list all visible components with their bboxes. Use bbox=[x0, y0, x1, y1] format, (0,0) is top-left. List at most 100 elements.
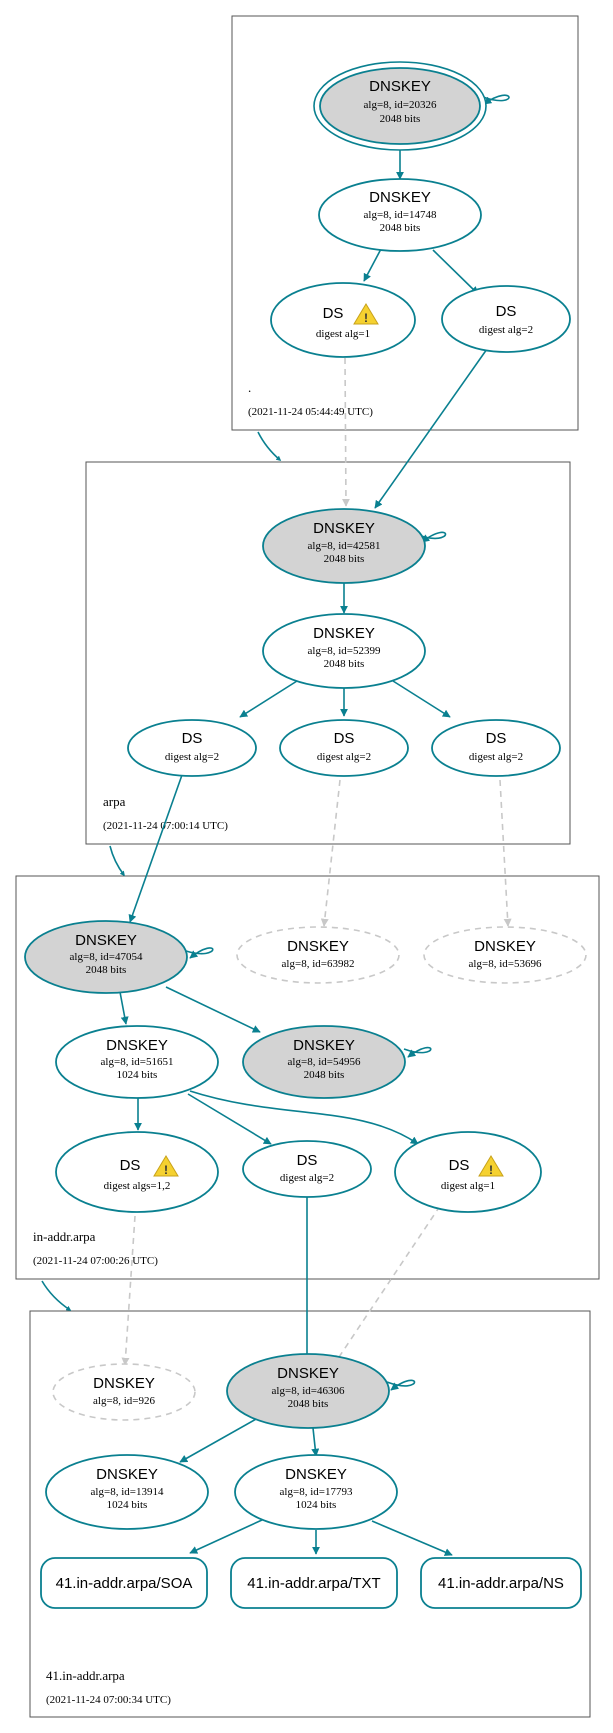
zone-name: . bbox=[248, 380, 251, 395]
svg-text:2048 bits: 2048 bits bbox=[304, 1069, 345, 1081]
svg-text:41.in-addr.arpa/NS: 41.in-addr.arpa/NS bbox=[438, 1575, 564, 1592]
svg-text:alg=8, id=47054: alg=8, id=47054 bbox=[70, 951, 143, 963]
svg-text:digest alg=1: digest alg=1 bbox=[316, 328, 370, 340]
svg-text:41.in-addr.arpa/SOA: 41.in-addr.arpa/SOA bbox=[56, 1575, 193, 1592]
ds-node-in-addr-alg2[interactable]: DS digest alg=2 bbox=[242, 1140, 372, 1198]
delegation-arrow bbox=[257, 431, 282, 461]
signs-edge bbox=[392, 680, 451, 718]
zone-timestamp: (2021-11-24 05:44:49 UTC) bbox=[248, 406, 373, 418]
svg-text:DS: DS bbox=[297, 1152, 318, 1169]
ds-node-arpa-2[interactable]: DS digest alg=2 bbox=[279, 719, 409, 777]
zone-in-addr-arpa: in-addr.arpa (2021-11-24 07:00:26 UTC) bbox=[15, 875, 600, 1280]
svg-text:digest alg=2: digest alg=2 bbox=[280, 1172, 334, 1184]
zone-timestamp: (2021-11-24 07:00:26 UTC) bbox=[33, 1255, 158, 1267]
dnskey-node-17793[interactable]: DNSKEY alg=8, id=17793 1024 bits bbox=[234, 1454, 398, 1530]
missing-link-edge bbox=[341, 357, 350, 507]
zone-timestamp: (2021-11-24 07:00:14 UTC) bbox=[103, 820, 228, 832]
zone-root: . (2021-11-24 05:44:49 UTC) bbox=[231, 15, 579, 431]
ds-node-arpa-3[interactable]: DS digest alg=2 bbox=[431, 719, 561, 777]
svg-text:alg=8, id=46306: alg=8, id=46306 bbox=[272, 1385, 345, 1397]
self-sign-edge bbox=[386, 1379, 416, 1391]
svg-text:DS: DS bbox=[323, 305, 344, 322]
rrset-node-txt[interactable]: 41.in-addr.arpa/TXT bbox=[230, 1557, 398, 1609]
signs-edge bbox=[189, 1519, 263, 1554]
signs-edge bbox=[189, 1090, 419, 1145]
svg-text:alg=8, id=14748: alg=8, id=14748 bbox=[364, 209, 437, 221]
dnskey-node-54956[interactable]: DNSKEY alg=8, id=54956 2048 bits bbox=[242, 1025, 406, 1099]
svg-text:DNSKEY: DNSKEY bbox=[313, 625, 375, 642]
svg-text:alg=8, id=54956: alg=8, id=54956 bbox=[288, 1056, 361, 1068]
svg-text:alg=8, id=51651: alg=8, id=51651 bbox=[101, 1056, 174, 1068]
svg-text:digest alg=2: digest alg=2 bbox=[469, 751, 523, 763]
svg-text:digest alg=2: digest alg=2 bbox=[317, 751, 371, 763]
dnskey-node-42581[interactable]: DNSKEY alg=8, id=42581 2048 bits bbox=[262, 508, 426, 584]
signs-edge bbox=[165, 986, 261, 1033]
svg-text:alg=8, id=53696: alg=8, id=53696 bbox=[469, 958, 542, 970]
svg-text:DNSKEY: DNSKEY bbox=[369, 78, 431, 95]
svg-text:alg=8, id=13914: alg=8, id=13914 bbox=[91, 1486, 164, 1498]
dnskey-node-46306[interactable]: DNSKEY alg=8, id=46306 2048 bits bbox=[226, 1353, 390, 1429]
svg-text:alg=8, id=52399: alg=8, id=52399 bbox=[308, 645, 381, 657]
signs-edge bbox=[187, 1093, 272, 1145]
svg-text:1024 bits: 1024 bits bbox=[296, 1499, 337, 1511]
dnskey-node-51651[interactable]: DNSKEY alg=8, id=51651 1024 bits bbox=[55, 1025, 219, 1099]
svg-text:2048 bits: 2048 bits bbox=[380, 113, 421, 125]
zone-timestamp: (2021-11-24 07:00:34 UTC) bbox=[46, 1694, 171, 1706]
self-sign-edge bbox=[185, 947, 214, 959]
self-sign-edge bbox=[417, 531, 447, 543]
svg-text:!: ! bbox=[364, 311, 368, 325]
dnskey-node-926-missing[interactable]: DNSKEY alg=8, id=926 bbox=[52, 1363, 196, 1421]
warning-triangle-icon: ! bbox=[353, 303, 379, 325]
rrset-node-soa[interactable]: 41.in-addr.arpa/SOA bbox=[40, 1557, 208, 1609]
delegation-arrow bbox=[41, 1280, 72, 1311]
svg-text:2048 bits: 2048 bits bbox=[380, 222, 421, 234]
svg-text:digest algs=1,2: digest algs=1,2 bbox=[104, 1180, 171, 1192]
rrset-node-ns[interactable]: 41.in-addr.arpa/NS bbox=[420, 1557, 582, 1609]
ds-node-in-addr-algs12[interactable]: DS ! digest algs=1,2 bbox=[55, 1131, 219, 1213]
warning-triangle-icon: ! bbox=[153, 1155, 179, 1177]
missing-link-edge bbox=[320, 779, 341, 927]
svg-text:alg=8, id=20326: alg=8, id=20326 bbox=[364, 99, 437, 111]
svg-text:DNSKEY: DNSKEY bbox=[93, 1375, 155, 1392]
svg-text:1024 bits: 1024 bits bbox=[107, 1499, 148, 1511]
zone-name: 41.in-addr.arpa bbox=[46, 1668, 125, 1683]
dnskey-node-13914[interactable]: DNSKEY alg=8, id=13914 1024 bits bbox=[45, 1454, 209, 1530]
signs-edge bbox=[363, 248, 382, 282]
svg-text:DS: DS bbox=[120, 1157, 141, 1174]
svg-text:2048 bits: 2048 bits bbox=[86, 964, 127, 976]
self-sign-edge bbox=[403, 1046, 432, 1058]
svg-text:alg=8, id=42581: alg=8, id=42581 bbox=[308, 540, 381, 552]
svg-text:alg=8, id=63982: alg=8, id=63982 bbox=[282, 958, 355, 970]
zone-name: arpa bbox=[103, 794, 126, 809]
svg-text:2048 bits: 2048 bits bbox=[324, 553, 365, 565]
signs-edge bbox=[432, 249, 479, 295]
svg-text:DS: DS bbox=[334, 730, 355, 747]
signs-edge bbox=[311, 1427, 320, 1457]
svg-text:DNSKEY: DNSKEY bbox=[96, 1466, 158, 1483]
dnskey-node-20326[interactable]: DNSKEY alg=8, id=20326 2048 bits bbox=[313, 61, 487, 151]
svg-text:digest alg=2: digest alg=2 bbox=[479, 324, 533, 336]
delegation-arrow bbox=[109, 845, 125, 877]
ds-node-root-alg1[interactable]: DS ! digest alg=1 bbox=[270, 282, 416, 358]
svg-text:DNSKEY: DNSKEY bbox=[313, 520, 375, 537]
svg-text:DNSKEY: DNSKEY bbox=[75, 932, 137, 949]
ds-node-arpa-1[interactable]: DS digest alg=2 bbox=[127, 719, 257, 777]
svg-text:DNSKEY: DNSKEY bbox=[277, 1365, 339, 1382]
ds-node-in-addr-alg1[interactable]: DS ! digest alg=1 bbox=[394, 1131, 542, 1213]
missing-link-edge bbox=[334, 1205, 441, 1364]
ds-node-root-alg2[interactable]: DS digest alg=2 bbox=[441, 285, 571, 353]
svg-text:41.in-addr.arpa/TXT: 41.in-addr.arpa/TXT bbox=[247, 1575, 380, 1592]
dnskey-node-52399[interactable]: DNSKEY alg=8, id=52399 2048 bits bbox=[262, 613, 426, 689]
dnskey-node-53696-missing[interactable]: DNSKEY alg=8, id=53696 bbox=[423, 926, 587, 984]
svg-text:alg=8, id=926: alg=8, id=926 bbox=[93, 1395, 155, 1407]
signs-edge bbox=[239, 680, 298, 718]
svg-text:DS: DS bbox=[486, 730, 507, 747]
dnskey-node-14748[interactable]: DNSKEY alg=8, id=14748 2048 bits bbox=[318, 178, 482, 252]
dnskey-node-63982-missing[interactable]: DNSKEY alg=8, id=63982 bbox=[236, 926, 400, 984]
svg-text:!: ! bbox=[164, 1163, 168, 1177]
dnskey-node-47054[interactable]: DNSKEY alg=8, id=47054 2048 bits bbox=[24, 920, 188, 994]
svg-text:2048 bits: 2048 bits bbox=[288, 1398, 329, 1410]
ds-link-edge bbox=[374, 348, 488, 509]
svg-text:DS: DS bbox=[182, 730, 203, 747]
svg-text:DNSKEY: DNSKEY bbox=[293, 1037, 355, 1054]
